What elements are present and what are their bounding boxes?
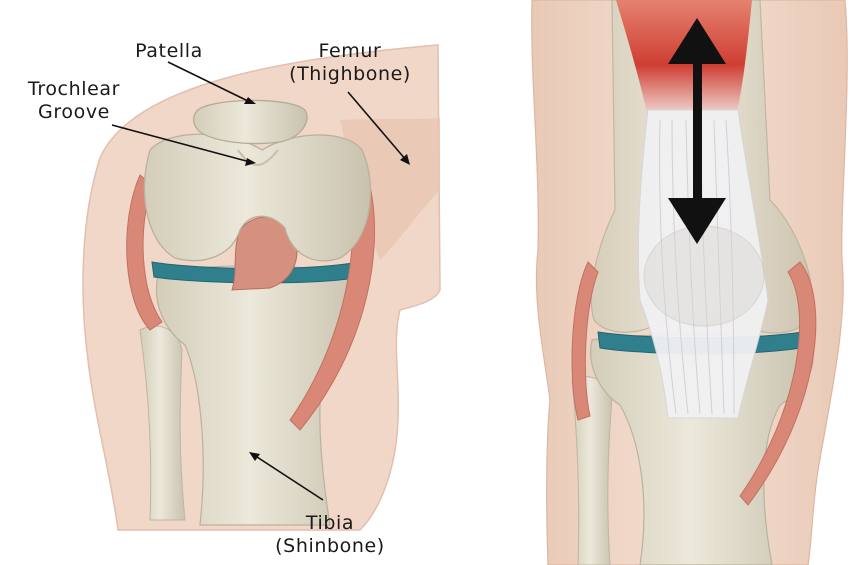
label-tibia: Tibia (Shinbone) xyxy=(250,512,410,558)
label-patella: Patella xyxy=(114,40,224,63)
label-femur-line2: (Thighbone) xyxy=(265,63,435,86)
label-femur: Femur (Thighbone) xyxy=(265,40,435,86)
right-knee-view xyxy=(532,0,847,565)
label-femur-line1: Femur xyxy=(265,40,435,63)
left-patella xyxy=(194,100,307,143)
label-trochlear-groove: Trochlear Groove xyxy=(0,78,148,124)
label-trochlear-line1: Trochlear xyxy=(0,78,148,101)
label-trochlear-line2: Groove xyxy=(0,101,148,124)
label-patella-text: Patella xyxy=(114,40,224,63)
label-tibia-line1: Tibia xyxy=(250,512,410,535)
right-patella xyxy=(644,226,764,326)
label-tibia-line2: (Shinbone) xyxy=(250,535,410,558)
